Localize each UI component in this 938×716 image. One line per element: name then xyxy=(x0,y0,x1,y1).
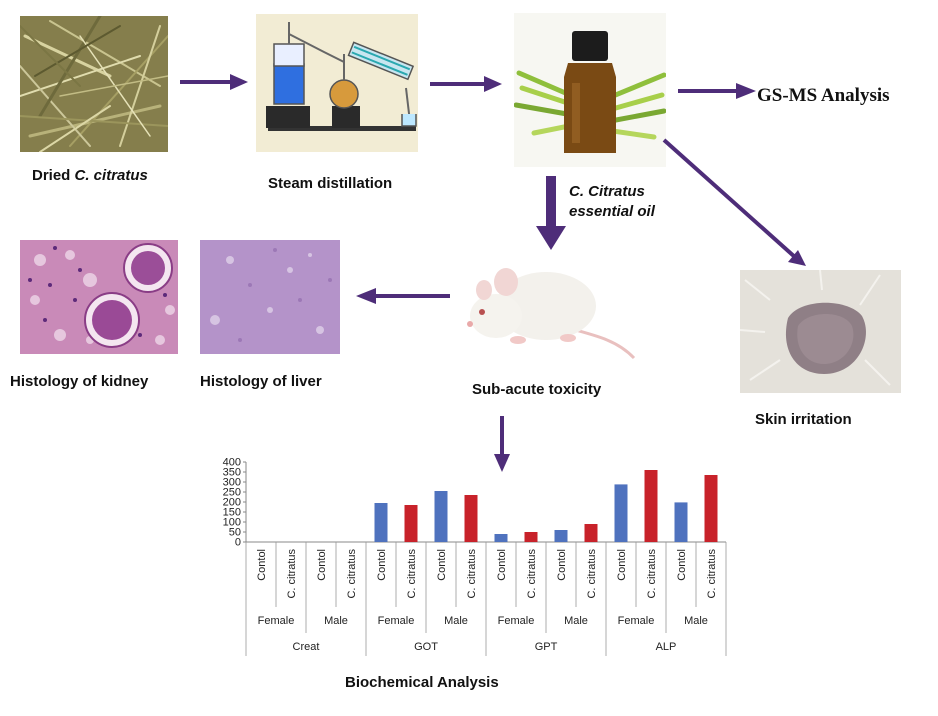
bar xyxy=(375,503,388,542)
arrow-mouse-to-histology xyxy=(356,288,450,304)
sex-label: Male xyxy=(564,615,588,627)
dried-lemongrass-image xyxy=(20,16,168,152)
biochem-label: Biochemical Analysis xyxy=(345,674,499,691)
sex-label: Male xyxy=(444,615,468,627)
y-tick-label: 300 xyxy=(223,477,241,489)
arrow-oil-to-mouse xyxy=(536,176,566,250)
treatment-label: C. citratus xyxy=(646,549,658,599)
sex-label: Female xyxy=(258,615,295,627)
skin-irritation-image xyxy=(740,270,901,393)
treatment-label: C. citratus xyxy=(526,549,538,599)
mouse-image xyxy=(458,246,636,364)
treatment-label: Contol xyxy=(616,549,628,581)
sex-label: Male xyxy=(684,615,708,627)
group-label: GOT xyxy=(414,641,438,653)
liver-label: Histology of liver xyxy=(200,373,322,390)
arrow-steam-to-oil xyxy=(430,76,502,92)
bar xyxy=(645,470,658,542)
treatment-label: C. citratus xyxy=(406,549,418,599)
oil-label-line2: essential oil xyxy=(569,203,655,220)
subacute-label: Sub-acute toxicity xyxy=(472,381,601,398)
bar xyxy=(585,524,598,542)
liver-histology-image xyxy=(200,240,340,354)
group-label: GPT xyxy=(535,641,558,653)
y-tick-label: 150 xyxy=(223,507,241,519)
group-label: Creat xyxy=(293,641,320,653)
sex-label: Female xyxy=(378,615,415,627)
sex-label: Female xyxy=(498,615,535,627)
treatment-label: Contol xyxy=(496,549,508,581)
y-tick-label: 250 xyxy=(223,487,241,499)
oil-label-line1: C. Citratus xyxy=(569,183,645,200)
y-tick-label: 100 xyxy=(223,517,241,529)
sex-label: Female xyxy=(618,615,655,627)
y-tick-label: 200 xyxy=(223,497,241,509)
kidney-label: Histology of kidney xyxy=(10,373,148,390)
arrow-dried-to-steam xyxy=(180,74,248,90)
treatment-label: C. citratus xyxy=(466,549,478,599)
skin-label: Skin irritation xyxy=(755,411,852,428)
dried-label: Dried C. citratus xyxy=(32,167,148,184)
bar xyxy=(435,491,448,542)
y-tick-label: 350 xyxy=(223,467,241,479)
bar xyxy=(525,532,538,542)
treatment-label: C. citratus xyxy=(346,549,358,599)
y-tick-label: 50 xyxy=(229,527,241,539)
treatment-label: C. citratus xyxy=(706,549,718,599)
group-label: ALP xyxy=(656,641,677,653)
gsms-label: GS-MS Analysis xyxy=(757,85,890,107)
arrow-oil-to-skin xyxy=(664,140,806,266)
arrow-oil-to-gsms xyxy=(678,83,756,99)
bar xyxy=(495,534,508,542)
treatment-label: C. citratus xyxy=(286,549,298,599)
bar xyxy=(615,484,628,542)
bar xyxy=(705,475,718,542)
y-tick-label: 400 xyxy=(223,457,241,469)
treatment-label: Contol xyxy=(676,549,688,581)
steam-label: Steam distillation xyxy=(268,175,392,192)
kidney-histology-image xyxy=(20,240,178,354)
treatment-label: Contol xyxy=(376,549,388,581)
treatment-label: Contol xyxy=(316,549,328,581)
bar xyxy=(555,530,568,542)
arrow-subacute-to-chart xyxy=(494,416,510,472)
bar xyxy=(465,495,478,542)
essential-oil-image xyxy=(514,13,666,167)
bar xyxy=(675,502,688,542)
steam-distillation-image xyxy=(256,14,418,152)
treatment-label: Contol xyxy=(256,549,268,581)
sex-label: Male xyxy=(324,615,348,627)
treatment-label: Contol xyxy=(436,549,448,581)
treatment-label: C. citratus xyxy=(586,549,598,599)
y-tick-label: 0 xyxy=(235,537,241,549)
treatment-label: Contol xyxy=(556,549,568,581)
bar xyxy=(405,505,418,542)
